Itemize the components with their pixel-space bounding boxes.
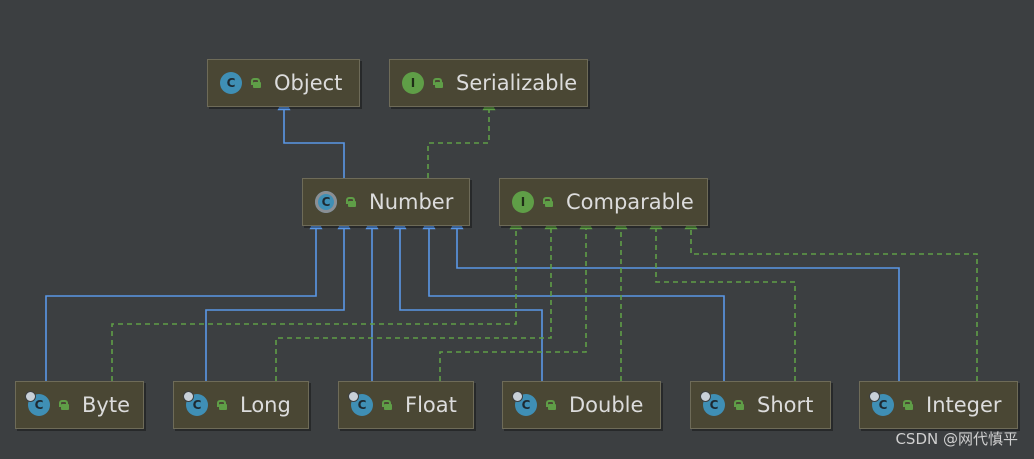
interface-icon: I <box>402 72 424 94</box>
class-icon: C <box>220 72 242 94</box>
final-mark-icon <box>183 391 194 402</box>
abstract-class-icon: C <box>315 191 337 213</box>
node-float[interactable]: C Float <box>338 381 474 429</box>
node-label: Number <box>369 190 454 214</box>
node-label: Integer <box>926 393 1002 417</box>
public-lock-icon <box>381 400 392 410</box>
node-long[interactable]: C Long <box>173 381 309 429</box>
badge-letter: C <box>521 398 531 412</box>
public-lock-icon <box>345 197 356 207</box>
public-lock-icon <box>250 78 261 88</box>
class-icon: C <box>348 391 373 416</box>
node-integer[interactable]: C Integer <box>859 381 1018 429</box>
node-label: Float <box>405 393 457 417</box>
class-icon: C <box>869 391 894 416</box>
class-icon: C <box>183 391 208 416</box>
edge-byte-to-number <box>45 216 323 381</box>
interface-icon: I <box>512 191 534 213</box>
edge-integer-to-comparable <box>684 216 978 381</box>
node-label: Double <box>569 393 644 417</box>
badge-letter: C <box>709 398 719 412</box>
final-mark-icon <box>869 391 880 402</box>
edge-integer-to-number <box>450 216 900 381</box>
edge-long-to-comparable <box>275 216 558 381</box>
node-short[interactable]: C Short <box>690 381 831 429</box>
node-number[interactable]: C Number <box>302 178 470 226</box>
node-label: Short <box>757 393 814 417</box>
edge-float-to-comparable <box>439 216 593 381</box>
class-icon: C <box>25 391 50 416</box>
edge-byte-to-comparable <box>111 216 523 381</box>
node-byte[interactable]: C Byte <box>15 381 144 429</box>
node-serializable[interactable]: I Serializable <box>389 59 588 107</box>
badge-letter: C <box>878 398 888 412</box>
edge-short-to-comparable <box>649 216 796 381</box>
public-lock-icon <box>216 400 227 410</box>
badge-letter: C <box>192 398 202 412</box>
node-label: Object <box>274 71 343 95</box>
node-object[interactable]: C Object <box>207 59 360 107</box>
edge-number-to-object <box>277 97 345 178</box>
class-icon: C <box>512 391 537 416</box>
public-lock-icon <box>58 400 69 410</box>
final-mark-icon <box>348 391 359 402</box>
class-icon: C <box>700 391 725 416</box>
node-label: Comparable <box>566 190 694 214</box>
node-label: Byte <box>82 393 130 417</box>
public-lock-icon <box>733 400 744 410</box>
edge-long-to-number <box>205 216 351 381</box>
badge-letter: C <box>357 398 367 412</box>
node-comparable[interactable]: I Comparable <box>499 178 708 226</box>
watermark: CSDN @网代慎平 <box>895 430 1018 448</box>
edge-short-to-number <box>422 216 725 381</box>
node-label: Long <box>240 393 291 417</box>
node-double[interactable]: C Double <box>502 381 661 429</box>
public-lock-icon <box>432 78 443 88</box>
edges-layer <box>45 97 978 381</box>
node-label: Serializable <box>456 71 578 95</box>
public-lock-icon <box>545 400 556 410</box>
badge-letter: C <box>34 398 44 412</box>
edge-double-to-number <box>393 216 543 381</box>
final-mark-icon <box>25 391 36 402</box>
public-lock-icon <box>542 197 553 207</box>
edge-number-to-serializable <box>427 97 496 178</box>
final-mark-icon <box>512 391 523 402</box>
final-mark-icon <box>700 391 711 402</box>
public-lock-icon <box>902 400 913 410</box>
